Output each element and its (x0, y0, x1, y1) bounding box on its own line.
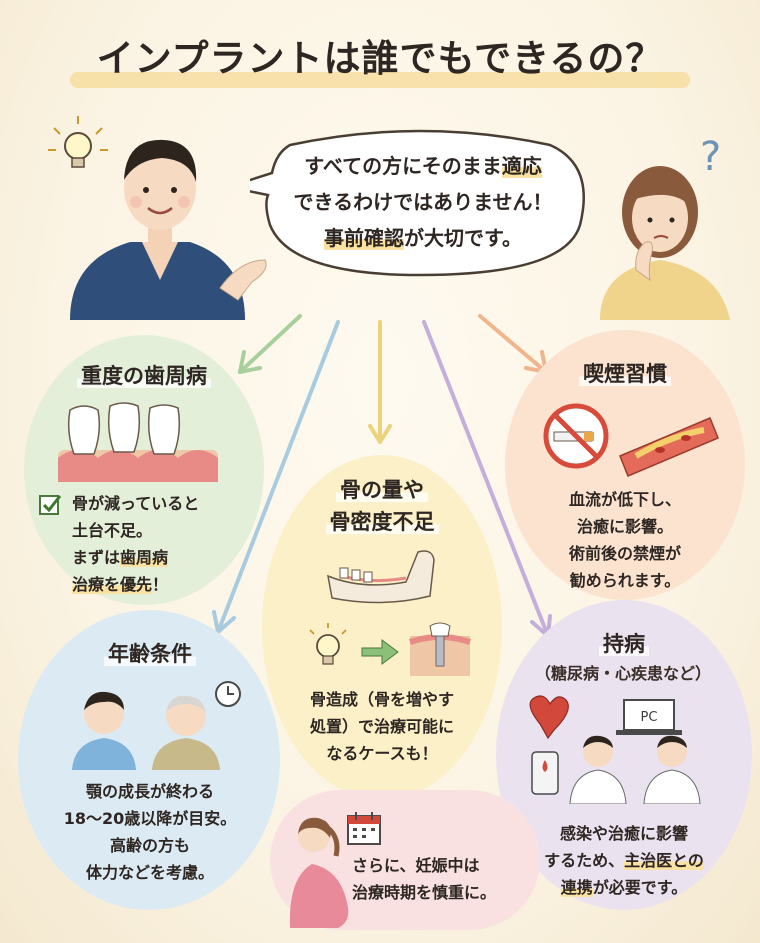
implant-icon (409, 622, 471, 676)
bone-text: 骨造成（骨を増やす 処置）で治療可能に なるケースも！ (309, 690, 454, 763)
doctors-collaboration-illustration: PC (529, 695, 701, 804)
smoking-title: 喫煙習慣 (525, 358, 725, 388)
arrow-to-smoking (478, 314, 548, 374)
age-text: 顎の成長が終わる 18〜20歳以降が目安。 高齢の方も 体力などを考慮。 (63, 782, 237, 882)
age-title: 年齢条件 (50, 638, 250, 668)
right-arrow-icon (361, 639, 399, 665)
no-smoking-icon (543, 403, 609, 469)
title-highlight (70, 72, 690, 88)
pregnant-woman-illustration (289, 817, 349, 928)
speech-text: すべての方にそのまま適応 できるわけではありません！ 事前確認が大切です。 (293, 154, 553, 250)
doctor-illustration (48, 116, 267, 320)
perio-text: 骨が減っていると 土台不足。 まずは歯周病 治療を優先！ (72, 494, 200, 594)
question-mark-icon: ? (700, 134, 721, 180)
doctor-left-icon (569, 735, 627, 804)
svg-text:PC: PC (641, 710, 658, 725)
pregnancy-text: さらに、妊娠中は 治療時期を慎重に。 (352, 856, 497, 902)
glucose-meter-icon (531, 751, 559, 795)
doctor-right-icon (643, 735, 701, 804)
bone-graft-illustration (309, 622, 471, 676)
perio-title: 重度の歯周病 (44, 360, 244, 390)
disease-text: 感染や治癒に影響 するため、主治医との 連携が必要です。 (544, 824, 704, 897)
blood-vessel-icon (619, 417, 719, 477)
clock-icon (215, 681, 241, 707)
lightbulb-icon (48, 116, 108, 168)
lightbulb-icon (309, 623, 347, 665)
gum-teeth-illustration (58, 402, 218, 482)
page-title: インプラントは誰でもできるの？ (96, 37, 664, 80)
jawbone-illustration (327, 550, 435, 604)
arrow-to-age (216, 320, 340, 634)
disease-subtitle: （糖尿病・心疾患など） (534, 664, 711, 683)
calendar-icon (347, 812, 381, 845)
woman-illustration: ? (600, 134, 730, 320)
smoking-text: 血流が低下し、 治癒に影響。 術前後の禁煙が 勧められます。 (568, 490, 681, 590)
young-man-icon (72, 691, 136, 770)
smoking-illustration (543, 403, 719, 477)
elderly-man-icon (152, 695, 220, 770)
arrow-to-disease (422, 320, 550, 638)
checkbox-icon (39, 495, 62, 515)
arrow-to-perio (238, 314, 302, 374)
bone-title: 骨の量や 骨密度不足 (282, 474, 482, 538)
heart-icon (529, 695, 569, 740)
disease-title: 持病 (524, 628, 724, 658)
age-people-illustration (72, 681, 241, 770)
pc-icon: PC (616, 699, 682, 735)
